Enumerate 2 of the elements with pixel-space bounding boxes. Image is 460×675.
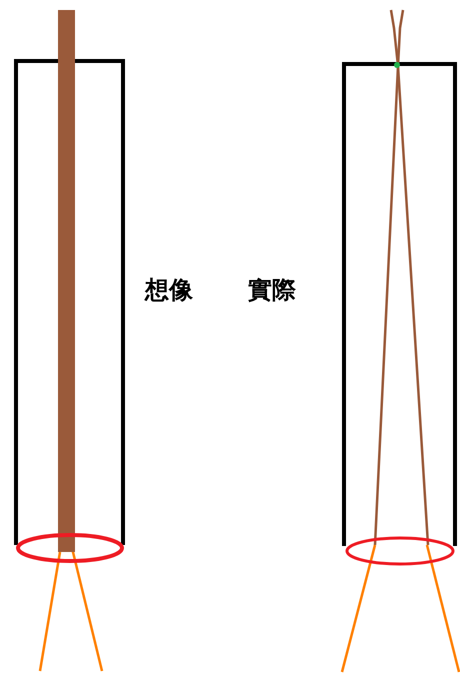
caption-label: 想像 bbox=[145, 276, 193, 304]
caption-label: 實際 bbox=[248, 276, 296, 304]
